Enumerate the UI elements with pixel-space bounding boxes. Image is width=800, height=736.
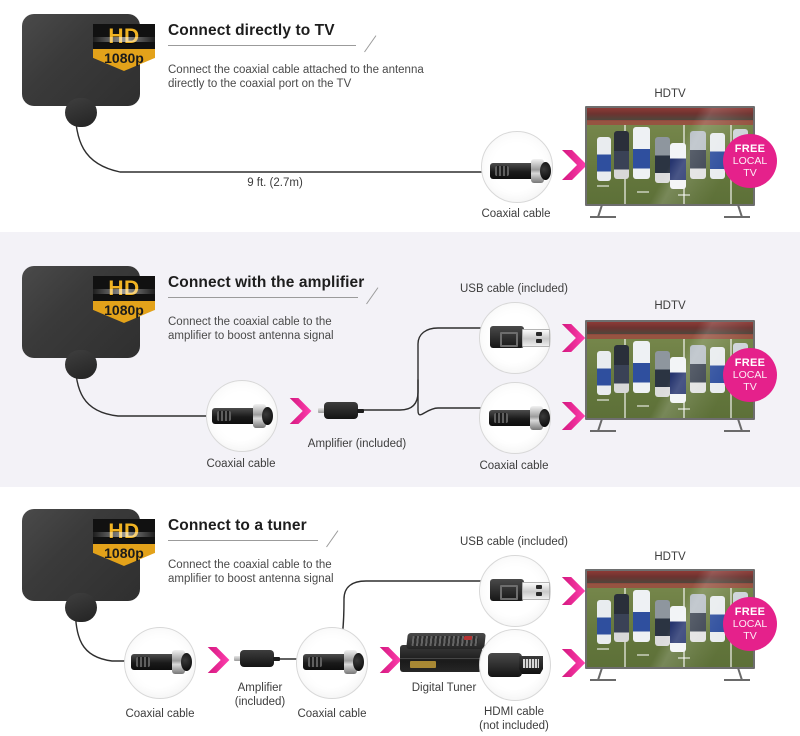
badge-shine bbox=[93, 37, 155, 42]
usb-cable-label: USB cable (included) bbox=[459, 283, 569, 295]
panel-2-title-rule bbox=[168, 287, 488, 310]
coaxial-cable-label-2: Coaxial cable bbox=[297, 708, 367, 720]
antenna-cable-nub bbox=[65, 350, 97, 379]
amplifier-label: Amplifier (included) bbox=[234, 682, 286, 708]
panel-connect-directly-to-tv: HD 1080p Connect directly to TV Connect … bbox=[0, 0, 800, 230]
hd-1080p-badge: HD 1080p bbox=[93, 24, 155, 71]
amplifier bbox=[234, 650, 282, 668]
free-badge-line1: FREE bbox=[734, 606, 766, 618]
hdtv-label-panel-3: HDTV bbox=[654, 551, 686, 563]
panel-2-subtitle: Connect the coaxial cable to the amplifi… bbox=[168, 316, 334, 342]
flow-arrow-icon-1 bbox=[288, 396, 314, 426]
free-badge-line2: LOCAL bbox=[732, 155, 768, 167]
coaxial-connector-1 bbox=[131, 648, 193, 676]
hdmi-cable-label: HDMI cable (not included) bbox=[479, 706, 549, 732]
usb-connector bbox=[490, 576, 550, 604]
coaxial-cable-label-1: Coaxial cable bbox=[125, 708, 195, 720]
panel-2-heading: Connect with the amplifier Connect the c… bbox=[168, 274, 488, 343]
free-badge-line2: LOCAL bbox=[732, 618, 768, 630]
panel-1-heading: Connect directly to TV Connect the coaxi… bbox=[168, 22, 468, 91]
hdmi-connector bbox=[488, 651, 548, 679]
badge-hd-text: HD bbox=[93, 519, 155, 544]
free-badge-line3: TV bbox=[743, 381, 757, 393]
antenna-cable-nub bbox=[65, 593, 97, 622]
hdtv-label-panel-1: HDTV bbox=[654, 88, 686, 100]
free-badge-line2: LOCAL bbox=[732, 369, 768, 381]
hd-1080p-badge: HD 1080p bbox=[93, 519, 155, 566]
panel-connect-with-the-amplifier: HD 1080p Connect with the amplifier Conn… bbox=[0, 232, 800, 487]
flow-arrow-icon bbox=[560, 148, 590, 182]
flow-arrow-icon-2 bbox=[560, 322, 588, 354]
badge-resolution-text: 1080p bbox=[104, 50, 144, 66]
flow-arrow-icon-3 bbox=[560, 575, 588, 607]
panel-3-subtitle: Connect the coaxial cable to the amplifi… bbox=[168, 559, 334, 585]
coaxial-connector-2 bbox=[303, 648, 365, 676]
flow-arrow-icon-2 bbox=[378, 645, 404, 675]
free-local-tv-badge: FREE LOCAL TV bbox=[723, 134, 777, 188]
badge-hd-text: HD bbox=[93, 276, 155, 301]
panel-3-heading: Connect to a tuner Connect the coaxial c… bbox=[168, 517, 488, 586]
panel-3-title-rule bbox=[168, 530, 488, 553]
amplifier-label: Amplifier (included) bbox=[307, 438, 407, 450]
usb-cable-label: USB cable (included) bbox=[459, 536, 569, 548]
panel-connect-to-a-tuner: HD 1080p Connect to a tuner Connect the … bbox=[0, 489, 800, 736]
coaxial-connector-left bbox=[212, 402, 274, 430]
coaxial-cable-label-left: Coaxial cable bbox=[206, 458, 276, 470]
free-badge-line1: FREE bbox=[734, 143, 766, 155]
free-badge-line1: FREE bbox=[734, 357, 766, 369]
hdtv: FREE LOCAL TV bbox=[585, 320, 777, 432]
panel-2-title: Connect with the amplifier bbox=[168, 274, 365, 291]
free-local-tv-badge: FREE LOCAL TV bbox=[723, 348, 777, 402]
panel-1-title-rule bbox=[168, 35, 468, 58]
cable-length-label: 9 ft. (2.7m) bbox=[247, 177, 303, 189]
digital-tuner-label: Digital Tuner bbox=[411, 682, 477, 694]
hdtv-label-panel-2: HDTV bbox=[654, 300, 686, 312]
coaxial-connector bbox=[490, 157, 552, 185]
flow-arrow-icon-4 bbox=[560, 647, 588, 679]
hdtv: FREE LOCAL TV bbox=[585, 106, 777, 218]
badge-top-band bbox=[93, 24, 155, 49]
digital-tuner bbox=[400, 633, 488, 673]
flow-arrow-icon-3 bbox=[560, 400, 588, 432]
free-badge-line3: TV bbox=[743, 167, 757, 179]
badge-resolution-text: 1080p bbox=[104, 545, 144, 561]
panel-3-title: Connect to a tuner bbox=[168, 517, 307, 534]
antenna-cable-nub bbox=[65, 98, 97, 127]
usb-connector bbox=[490, 323, 550, 351]
flow-arrow-icon-1 bbox=[206, 645, 232, 675]
hdtv: FREE LOCAL TV bbox=[585, 569, 777, 681]
badge-hd-text: HD bbox=[93, 24, 155, 49]
coaxial-connector-right bbox=[489, 404, 551, 432]
coaxial-cable-label: Coaxial cable bbox=[481, 208, 551, 220]
free-badge-line3: TV bbox=[743, 630, 757, 642]
amplifier bbox=[318, 402, 366, 420]
panel-1-title: Connect directly to TV bbox=[168, 22, 335, 39]
badge-resolution-text: 1080p bbox=[104, 302, 144, 318]
panel-1-subtitle: Connect the coaxial cable attached to th… bbox=[168, 64, 424, 90]
hd-1080p-badge: HD 1080p bbox=[93, 276, 155, 323]
free-local-tv-badge: FREE LOCAL TV bbox=[723, 597, 777, 651]
coaxial-cable-label-right: Coaxial cable bbox=[479, 460, 549, 472]
